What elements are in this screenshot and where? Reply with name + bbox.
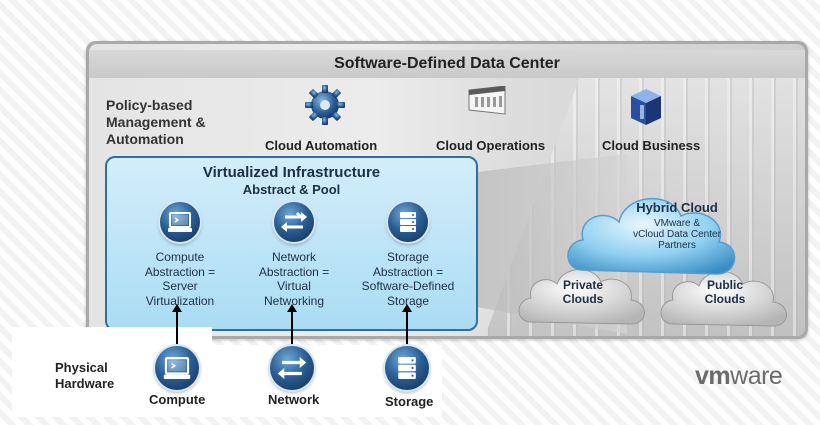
sddc-background: Software-Defined Data Center Policy-base… xyxy=(89,44,805,336)
storage-stack-icon xyxy=(385,346,429,390)
vmware-logo-prefix: vm xyxy=(695,362,731,390)
hardware-storage-label: Storage xyxy=(385,394,434,409)
compute-abstraction-line-4: Virtualization xyxy=(145,293,215,308)
gear-icon xyxy=(305,85,345,125)
cloud-operations-label: Cloud Operations xyxy=(436,138,546,153)
cube-icon xyxy=(631,89,661,125)
hybrid-cloud-title: Hybrid Cloud xyxy=(636,200,718,215)
vi-subtitle: Abstract & Pool xyxy=(242,182,341,197)
compute-arrow xyxy=(172,304,182,346)
hybrid-cloud-text: Hybrid Cloud VMware & vCloud Data Center… xyxy=(597,200,757,251)
private-clouds-line-2: Clouds xyxy=(562,292,604,306)
hybrid-cloud-line-2: vCloud Data Center xyxy=(633,229,721,240)
network-abstraction-label: Network Abstraction = Virtual Networking xyxy=(239,250,349,308)
compute-abstraction-line-1: Compute xyxy=(155,250,205,264)
storage-abstraction-label: Storage Abstraction = Software-Defined S… xyxy=(353,250,463,308)
private-clouds-line-1: Private xyxy=(562,278,604,292)
private-clouds-text: Private Clouds xyxy=(543,278,623,306)
arrows-exchange-icon xyxy=(274,202,314,242)
cloud-business-label: Cloud Business xyxy=(602,138,701,153)
hybrid-cloud-line-3: Partners xyxy=(658,240,696,251)
public-clouds-line-2: Clouds xyxy=(704,292,746,306)
policy-line-1: Policy-based xyxy=(106,97,193,113)
storage-abstraction-line-4: Storage xyxy=(386,293,430,308)
policy-line-2: Management & xyxy=(106,114,206,130)
network-arrow xyxy=(287,304,297,346)
storage-abstraction-line-2: Abstraction = xyxy=(372,264,444,279)
physical-hardware-line-1: Physical xyxy=(55,360,108,375)
compute-abstraction-label: Compute Abstraction = Server Virtualizat… xyxy=(125,250,235,308)
diagram-title: Software-Defined Data Center xyxy=(334,55,560,72)
policy-label: Policy-based Management & Automation xyxy=(106,97,206,148)
physical-hardware-label: Physical Hardware xyxy=(55,360,114,392)
network-abstraction-line-1: Network xyxy=(271,250,316,264)
hardware-compute-label: Compute xyxy=(149,392,206,407)
storage-arrow xyxy=(402,304,412,346)
compute-abstraction-line-3: Server xyxy=(162,279,198,293)
monitor-icon xyxy=(160,202,200,242)
hardware-network-label: Network xyxy=(268,392,320,407)
console-window-icon xyxy=(468,86,506,115)
vmware-logo: vmware xyxy=(695,362,783,391)
storage-stack-icon xyxy=(388,202,428,242)
policy-line-3: Automation xyxy=(106,131,184,147)
hybrid-cloud-line-1: VMware & xyxy=(653,218,701,229)
public-clouds-text: Public Clouds xyxy=(685,278,765,306)
monitor-icon xyxy=(155,346,199,390)
network-abstraction-line-3: Virtual xyxy=(277,279,311,293)
arrows-exchange-icon xyxy=(270,346,314,390)
network-abstraction-line-2: Abstraction = xyxy=(258,264,330,279)
sddc-frame: Software-Defined Data Center Policy-base… xyxy=(86,41,808,339)
compute-abstraction-line-2: Abstraction = xyxy=(144,264,216,279)
vi-title: Virtualized Infrastructure xyxy=(202,164,381,181)
virtualized-infrastructure-box: Virtualized Infrastructure Abstract & Po… xyxy=(105,156,478,331)
vmware-logo-suffix: ware xyxy=(730,362,783,390)
physical-hardware-line-2: Hardware xyxy=(55,376,115,391)
storage-abstraction-line-3: Software-Defined xyxy=(361,279,455,293)
network-abstraction-line-4: Networking xyxy=(263,293,325,308)
cloud-automation-label: Cloud Automation xyxy=(265,138,378,153)
storage-abstraction-line-1: Storage xyxy=(386,250,430,264)
hybrid-cloud-shape xyxy=(567,197,736,275)
public-clouds-line-1: Public xyxy=(706,278,743,292)
title-band xyxy=(89,50,805,78)
